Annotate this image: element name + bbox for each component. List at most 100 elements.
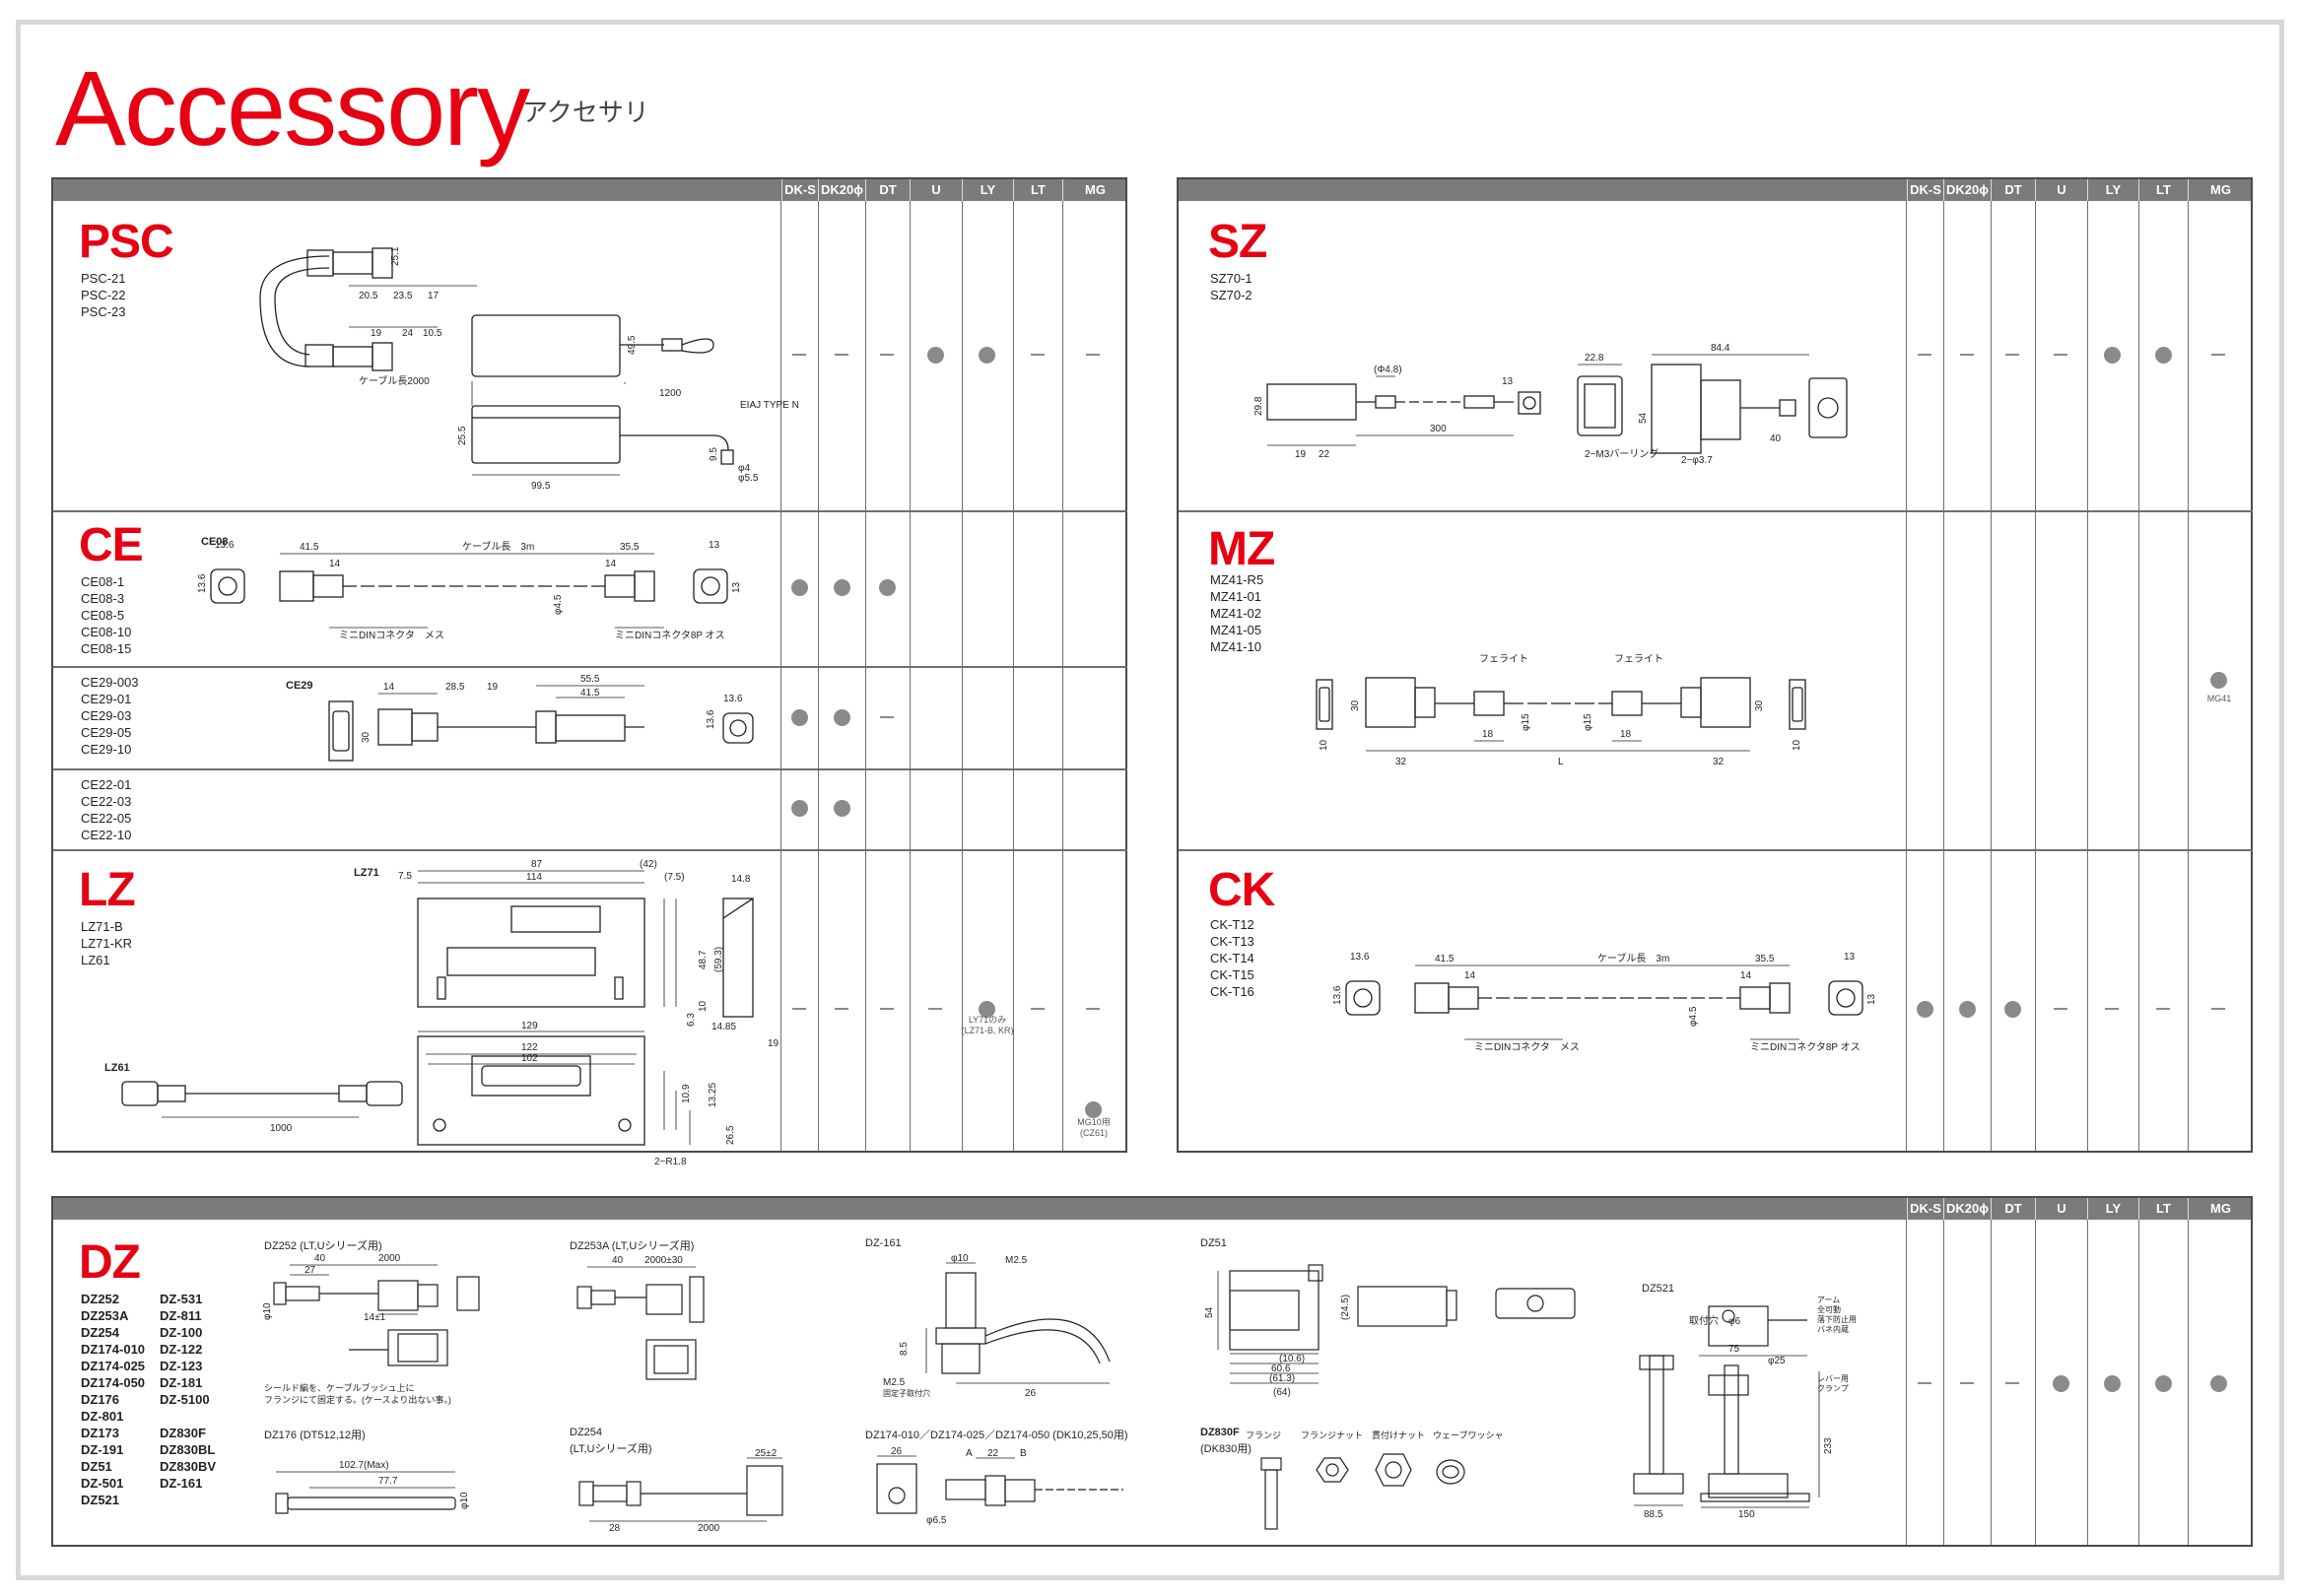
svg-text:49.5: 49.5 [627,335,638,355]
svg-text:6.3: 6.3 [686,1013,697,1027]
svg-text:1200: 1200 [659,388,682,399]
svg-text:26.5: 26.5 [725,1125,736,1145]
svg-text:55.5: 55.5 [580,674,600,685]
svg-text:122: 122 [521,1042,538,1053]
col-ly-r: LY [2087,179,2138,201]
svg-text:(42): (42) [640,859,657,870]
svg-text:(24.5): (24.5) [1340,1295,1351,1320]
svg-text:8.5: 8.5 [899,1342,910,1356]
svg-text:54: 54 [1638,412,1649,424]
svg-text:30: 30 [361,731,372,743]
svg-text:(59.3): (59.3) [713,947,724,972]
dz254-sub: (LT,Uシリーズ用) [570,1443,652,1455]
svg-text:取付穴 φ6: 取付穴 φ6 [1689,1314,1740,1327]
svg-text:29.8: 29.8 [1253,396,1264,416]
svg-text:ミニDINコネクタ8P オス: ミニDINコネクタ8P オス [1750,1041,1861,1053]
svg-text:40: 40 [612,1255,624,1266]
dz521-caption: DZ521 [1642,1283,1675,1295]
svg-text:17: 17 [428,291,440,301]
svg-text:19: 19 [1295,449,1307,460]
psc-drawing: 25.1 20.5 23.5 17 19 24 10.5 ケーブル長2000 4… [250,238,799,492]
svg-text:固定子取付穴: 固定子取付穴 [883,1388,930,1398]
dz254-drawing: 28 2000 25±2 [570,1448,806,1534]
svg-text:23.5: 23.5 [393,291,413,301]
col-ly: LY [962,179,1013,201]
sz-drawing: (Φ4.8) 13 22.8 84.4 29.8 19 22 300 54 2−… [1238,337,1849,475]
dz252-caption: DZ252 (LT,Uシリーズ用) [264,1240,382,1252]
lz61-drawing: 1000 [102,1066,418,1135]
svg-text:129: 129 [521,1021,538,1031]
lz61-label: LZ61 [104,1062,130,1074]
svg-text:41.5: 41.5 [580,688,600,698]
svg-text:13.6: 13.6 [197,573,208,593]
svg-text:35.5: 35.5 [1755,954,1775,964]
dz253a-caption: DZ253A (LT,Uシリーズ用) [570,1240,695,1252]
svg-text:150: 150 [1738,1509,1755,1520]
svg-text:32: 32 [1713,757,1725,767]
dz252-note: シールド編を、ケーブルブッシュ上に フランジにて固定する。(ケースより出ない事。… [264,1381,510,1411]
column-header: DK-S DK20ϕ DT U LY LT MG [53,179,1125,201]
svg-text:φ10: φ10 [262,1302,273,1320]
svg-text:(7.5): (7.5) [664,872,685,883]
svg-text:φ10: φ10 [459,1492,470,1509]
svg-text:13.6: 13.6 [706,709,716,729]
svg-text:88.5: 88.5 [1644,1509,1663,1520]
section-lz: LZ [79,864,136,916]
col-mg: MG [1062,179,1127,201]
dz830-parts: フランジ フランジナット 貫付けナット ウェーブワッシャ [1246,1429,1522,1537]
svg-text:全可動: 全可動 [1817,1304,1841,1314]
lz71-drawing: 87 (42) 7.5 114 (7.5) 14.8 48.7 (59.3) 1… [388,859,802,1167]
dz161-caption: DZ-161 [865,1237,902,1249]
svg-text:14: 14 [1464,970,1476,981]
svg-text:φ4: φ4 [738,463,750,474]
svg-text:14: 14 [383,682,395,693]
svg-text:φ25: φ25 [1768,1356,1786,1366]
col-mg-r: MG [2188,179,2253,201]
svg-text:φ10: φ10 [951,1253,969,1264]
dz174-drawing: 26 A 22 B φ6.5 [867,1444,1163,1528]
section-dz: DZ [79,1236,141,1289]
col-mg-b: MG [2188,1198,2253,1220]
svg-text:アーム: アーム [1817,1296,1840,1304]
dz161-drawing: φ10 M2.5 8.5 M2.5 固定子取付穴 26 [867,1253,1123,1401]
svg-text:1000: 1000 [270,1123,293,1134]
section-mz: MZ [1208,523,1275,575]
col-dt: DT [865,179,910,201]
page-subtitle: アクセサリ [522,99,649,128]
col-dk20-b: DK20ϕ [1943,1198,1991,1220]
svg-text:19: 19 [487,682,499,693]
svg-text:26: 26 [891,1446,903,1457]
col-u: U [910,179,962,201]
dz51-drawing: 54 (10.6) 60.6 (61.3) (64) (24.5) [1200,1251,1614,1399]
svg-text:フランジナット: フランジナット [1301,1430,1363,1440]
col-dk20: DK20ϕ [818,179,865,201]
svg-text:ミニDINコネクタ8P オス: ミニDINコネクタ8P オス [615,630,725,641]
svg-text:87: 87 [531,859,543,870]
svg-text:フランジにて固定する。(ケースより出ない事。): フランジにて固定する。(ケースより出ない事。) [264,1394,451,1405]
svg-text:φ15: φ15 [1521,713,1531,731]
ly-note: LY71のみ (LZ71-B, KR) [961,1015,1014,1035]
svg-text:60.6: 60.6 [1271,1363,1291,1374]
svg-text:18: 18 [1482,729,1494,740]
svg-text:2000: 2000 [378,1253,401,1264]
section-ce: CE [79,519,144,571]
svg-text:レバー用: レバー用 [1817,1374,1849,1383]
column-header-right: DK-S DK20ϕ DT U LY LT MG [1179,179,2251,201]
ce08-drawing: 13.6 41.5 ケーブル長 3m 35.5 13 14 14 13.6 13… [197,534,773,652]
svg-text:9.5: 9.5 [709,447,719,461]
dz174-caption: DZ174-010／DZ174-025／DZ174-050 (DK10,25,5… [865,1430,1128,1441]
svg-text:13: 13 [731,581,742,593]
svg-text:10: 10 [698,1000,709,1012]
svg-text:落下防止用: 落下防止用 [1817,1314,1857,1324]
svg-text:75: 75 [1728,1344,1740,1355]
svg-text:φ15: φ15 [1583,713,1593,731]
svg-text:φ6.5: φ6.5 [926,1515,947,1526]
mg-note: MG10用 (CZ61) [1077,1117,1111,1138]
svg-text:22: 22 [1319,449,1330,460]
svg-text:10: 10 [1792,739,1802,751]
svg-text:10.9: 10.9 [681,1084,692,1103]
